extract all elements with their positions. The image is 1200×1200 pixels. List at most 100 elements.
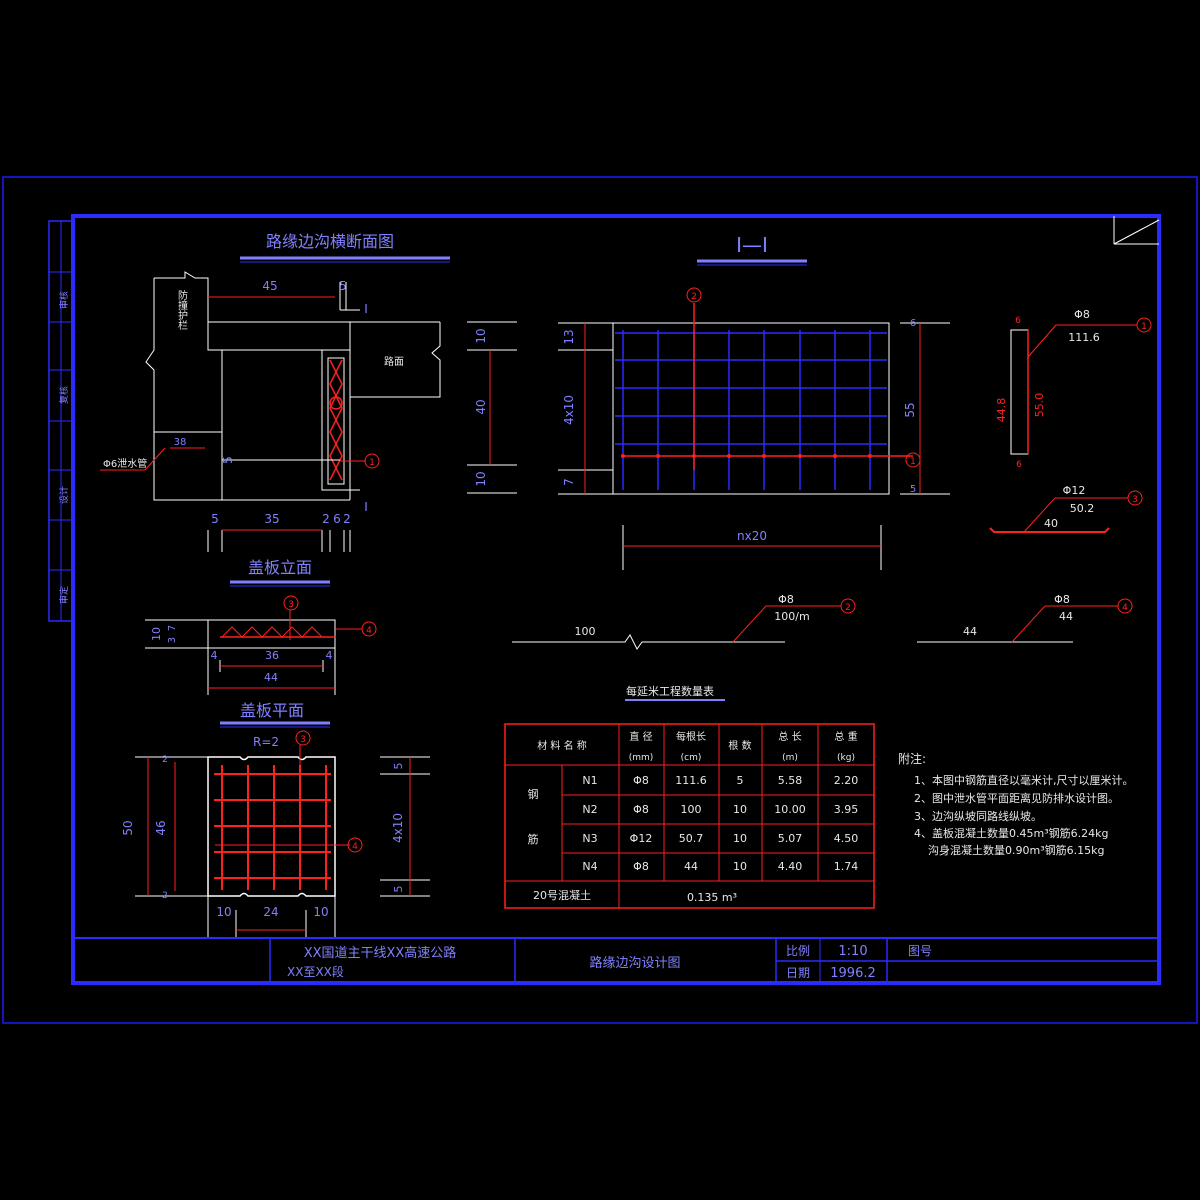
section-ii-drawing xyxy=(558,303,950,570)
n3-dia: Φ12 xyxy=(1063,484,1086,497)
cp-dim-10r: 10 xyxy=(313,905,328,919)
table-cell-total: 10.00 xyxy=(774,803,806,816)
cover-plan-drawing xyxy=(135,745,430,938)
cross-section-title: 路缘边沟横断面图 xyxy=(266,232,394,251)
n2-dia: Φ8 xyxy=(778,593,794,606)
cover-elevation-drawing xyxy=(145,610,362,695)
ce-dim-4l: 4 xyxy=(211,649,218,662)
th-dia: 直 径 xyxy=(629,730,652,743)
th-dia-unit: (mm) xyxy=(629,753,654,763)
marker-1: 1 xyxy=(369,458,375,468)
cp-dim-5t: 5 xyxy=(392,763,405,770)
concrete-value: 0.135 m³ xyxy=(687,891,737,904)
th-material: 材 料 名 称 xyxy=(537,739,587,752)
marker-1: 1 xyxy=(1141,322,1147,332)
ce-dim-10: 10 xyxy=(150,627,163,641)
th-weight: 总 重 xyxy=(834,730,857,743)
marker-circle xyxy=(1117,598,1133,614)
table-cell-name: N4 xyxy=(582,860,597,873)
quantity-table xyxy=(504,723,875,909)
drawing-name: 路缘边沟设计图 xyxy=(589,955,680,971)
marker-3: 3 xyxy=(288,600,294,610)
marker-1: 1 xyxy=(910,457,916,467)
dim-2: 2 xyxy=(322,512,330,526)
th-weight-unit: (kg) xyxy=(837,753,855,763)
dim-10-bottom: 10 xyxy=(474,471,488,486)
label-i-top: I xyxy=(364,302,368,316)
marker-4: 4 xyxy=(366,626,372,636)
note-item: 1、本图中钢筋直径以毫米计,尺寸以厘米计。 xyxy=(914,773,1134,787)
table-cell-total: 5.58 xyxy=(778,774,803,787)
steel-label-1: 钢 xyxy=(528,788,539,801)
section-ii-title: I—I xyxy=(736,233,768,257)
marker-circle xyxy=(347,837,363,853)
table-cell-len: 100 xyxy=(681,803,702,816)
project-line2: XX至XX段 xyxy=(287,964,344,979)
table-cell-len: 111.6 xyxy=(675,774,707,787)
n4-len2: 44 xyxy=(963,625,977,638)
cp-dim-46: 46 xyxy=(154,820,168,835)
n3-len: 50.2 xyxy=(1070,502,1095,515)
marker-2: 2 xyxy=(845,603,851,613)
table-cell-len: 44 xyxy=(684,860,698,873)
marker-circle xyxy=(283,595,299,611)
table-cell-dia: Φ12 xyxy=(630,832,653,845)
circle-markers: 1 2 1 1 3 2 4 4 3 3 4 xyxy=(283,287,1152,853)
bar-n4-detail xyxy=(917,605,1118,643)
dim-6r: 6 xyxy=(910,318,916,329)
strip-label: 设计 xyxy=(58,486,70,504)
marker-4: 4 xyxy=(1122,603,1128,613)
date-value: 1996.2 xyxy=(830,966,876,981)
n1-h2: 55.0 xyxy=(1033,393,1046,418)
dim-5-top: 5 xyxy=(339,279,347,293)
bar-n2-detail xyxy=(512,605,841,650)
marker-circle xyxy=(840,598,856,614)
strip-label: 审定 xyxy=(58,586,70,604)
th-total-unit: (m) xyxy=(782,753,798,763)
table-cell-dia: Φ8 xyxy=(633,860,649,873)
note-item: 4、盖板混凝土数量0.45m³钢筋6.24kg xyxy=(914,826,1108,840)
table-cell-weight: 2.20 xyxy=(834,774,859,787)
ce-dim-36: 36 xyxy=(265,649,279,662)
marker-3: 3 xyxy=(300,735,306,745)
marker-4: 4 xyxy=(352,842,358,852)
dim-2r: 2 xyxy=(343,512,351,526)
dim-40: 40 xyxy=(474,399,488,414)
dim-55: 55 xyxy=(903,402,917,417)
marker-3: 3 xyxy=(1132,495,1138,505)
project-line1: XX国道主干线XX高速公路 xyxy=(304,945,457,961)
cp-dim-2t: 2 xyxy=(162,755,168,765)
dim-5r: 5 xyxy=(910,484,916,495)
table-cell-name: N1 xyxy=(582,774,597,787)
ce-dim-7: 7 xyxy=(167,625,178,631)
marker-2: 2 xyxy=(691,292,697,302)
table-cell-weight: 4.50 xyxy=(834,832,859,845)
marker-circle xyxy=(1136,317,1152,333)
th-total: 总 长 xyxy=(778,730,801,743)
cp-dim-10l: 10 xyxy=(216,905,231,919)
table-cell-name: N2 xyxy=(582,803,597,816)
scale-value: 1:10 xyxy=(838,944,867,959)
table-cell-count: 10 xyxy=(733,803,747,816)
dim-5-mid: 5 xyxy=(221,456,235,464)
outer-frame xyxy=(2,176,1198,1024)
concrete-label: 20号混凝土 xyxy=(533,888,591,902)
table-cell-count: 10 xyxy=(733,860,747,873)
dim-6: 6 xyxy=(333,512,341,526)
pipe-label: Φ6泄水管 xyxy=(103,457,147,470)
table-title: 每延米工程数量表 xyxy=(626,684,714,698)
cross-section-drawing xyxy=(100,271,517,552)
marker-circle xyxy=(686,287,702,303)
dim-13: 13 xyxy=(562,329,576,344)
n4-dia: Φ8 xyxy=(1054,593,1070,606)
th-len-unit: (cm) xyxy=(681,753,702,763)
marker-circle xyxy=(364,453,380,469)
date-label: 日期 xyxy=(786,966,810,980)
n1-top: 6 xyxy=(1015,316,1021,326)
steel-label-2: 筋 xyxy=(528,832,539,846)
cp-dim-2b: 2 xyxy=(162,891,168,901)
cover-elevation-title: 盖板立面 xyxy=(248,558,312,577)
table-cell-total: 4.40 xyxy=(778,860,803,873)
sheet-label: 图号 xyxy=(908,944,932,958)
